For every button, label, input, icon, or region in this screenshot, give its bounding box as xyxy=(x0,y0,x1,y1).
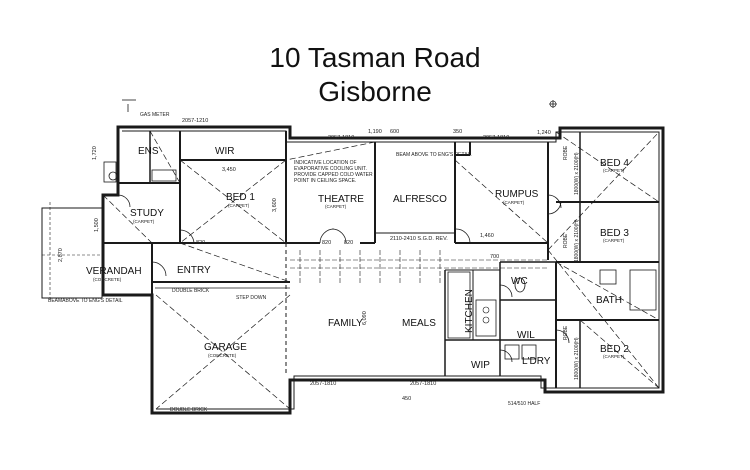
dim-600: 600 xyxy=(390,129,399,135)
dim-450: 450 xyxy=(402,396,411,402)
room-meals: MEALS xyxy=(402,318,436,329)
room-wc: WC xyxy=(511,276,528,287)
room-bed2-floor: (CARPET) xyxy=(603,354,625,359)
gas-meter-note: GAS METER xyxy=(140,112,170,118)
room-ens: ENS xyxy=(138,146,159,157)
room-verandah: VERANDAH xyxy=(86,266,142,277)
beam-above-left-note: BEAMABOVE TO ENG'S DETAIL xyxy=(48,298,123,304)
verandah-outline xyxy=(41,207,103,299)
dim-2057-1810-d: 2057-1810 xyxy=(410,381,436,387)
dim-1460: 1,460 xyxy=(480,233,494,239)
room-bed4: BED 4 xyxy=(600,158,629,169)
room-bed2: BED 2 xyxy=(600,344,629,355)
room-family: FAMILY xyxy=(328,318,363,329)
room-bed1: BED 1 xyxy=(226,192,255,203)
dim-2057-1210: 2057-1210 xyxy=(182,118,208,124)
room-bath: BATH xyxy=(596,295,622,306)
cooling-note-4: POINT IN CEILING SPACE. xyxy=(294,178,356,184)
room-ldry: L'DRY xyxy=(522,356,551,367)
mirror-doors-bed2: 1800(W) x 2100(H) xyxy=(574,337,580,380)
room-bed4-floor: (CARPET) xyxy=(603,168,625,173)
room-bed1-floor: (CARPET) xyxy=(228,203,250,208)
double-brick-top: DOUBLE BRICK xyxy=(172,288,210,294)
dim-700: 700 xyxy=(490,254,499,260)
room-wip: WIP xyxy=(471,360,490,371)
dim-3600: 3,600 xyxy=(272,198,278,212)
room-theatre-floor: (CARPET) xyxy=(325,204,347,209)
dim-2057-1810-c: 2057-1810 xyxy=(310,381,336,387)
dim-1720: 1,720 xyxy=(92,146,98,160)
room-study-floor: (CARPET) xyxy=(133,219,155,224)
mirror-doors-bed3: 1800(W) x 2100(H) xyxy=(574,219,580,262)
room-theatre: THEATRE xyxy=(318,194,364,205)
robe-note-bed2: ROBE xyxy=(563,325,569,340)
cooling-note-2: EVAPORATIVE COOLING UNIT. xyxy=(294,166,367,172)
robe-note-bed3: ROBE xyxy=(563,233,569,248)
dim-820-c: 820 xyxy=(344,240,353,246)
room-garage-floor: (CONCRETE) xyxy=(208,353,237,358)
title-suburb: Gisborne xyxy=(318,76,432,107)
room-rumpus-floor: (CARPET) xyxy=(503,200,525,205)
dim-sgd: 2110-2410 S.G.D. REV. xyxy=(390,236,448,242)
robe-note-bed4: ROBE xyxy=(563,145,569,160)
room-garage: GARAGE xyxy=(204,342,247,353)
room-entry: ENTRY xyxy=(177,265,211,276)
room-wir: WIR xyxy=(215,146,234,157)
room-bed3-floor: (CARPET) xyxy=(603,238,625,243)
cooling-note-3: PROVIDE CAPPED COLD WATER xyxy=(294,172,373,178)
dim-2057-1810-b: 2057-1810 xyxy=(483,135,509,141)
outer-wall xyxy=(101,125,665,415)
dim-6090: 6,090 xyxy=(362,311,368,325)
dim-3450: 3,450 xyxy=(222,167,236,173)
title-address: 10 Tasman Road xyxy=(269,42,481,73)
dim-1190: 1,190 xyxy=(368,129,382,135)
dim-1500: 1,500 xyxy=(94,218,100,232)
room-kitchen: KITCHEN xyxy=(464,289,475,333)
double-brick-bottom: DOUBLE BRICK xyxy=(170,407,208,413)
room-bed3: BED 3 xyxy=(600,228,629,239)
room-study: STUDY xyxy=(130,208,164,219)
step-down-note: STEP DOWN xyxy=(236,295,267,301)
dim-2870: 2,870 xyxy=(58,248,64,262)
cooling-note-1: INDICATIVE LOCATION OF xyxy=(294,160,357,166)
beam-above-note: BEAM ABOVE TO ENG'S DETAIL xyxy=(396,152,472,158)
dim-350: 350 xyxy=(453,129,462,135)
room-wil: WIL xyxy=(517,330,535,341)
half-note: 514/510 HALF xyxy=(508,401,540,407)
room-alfresco: ALFRESCO xyxy=(393,194,447,205)
room-verandah-floor: (CONCRETE) xyxy=(93,277,122,282)
room-rumpus: RUMPUS xyxy=(495,189,539,200)
dim-1240: 1,240 xyxy=(537,130,551,136)
dim-820-a: 820 xyxy=(196,240,205,246)
mirror-doors-bed4: 1800(W) x 2100(H) xyxy=(574,152,580,195)
dim-2057-1810-a: 2057-1810 xyxy=(328,135,354,141)
dim-820-b: 820 xyxy=(322,240,331,246)
